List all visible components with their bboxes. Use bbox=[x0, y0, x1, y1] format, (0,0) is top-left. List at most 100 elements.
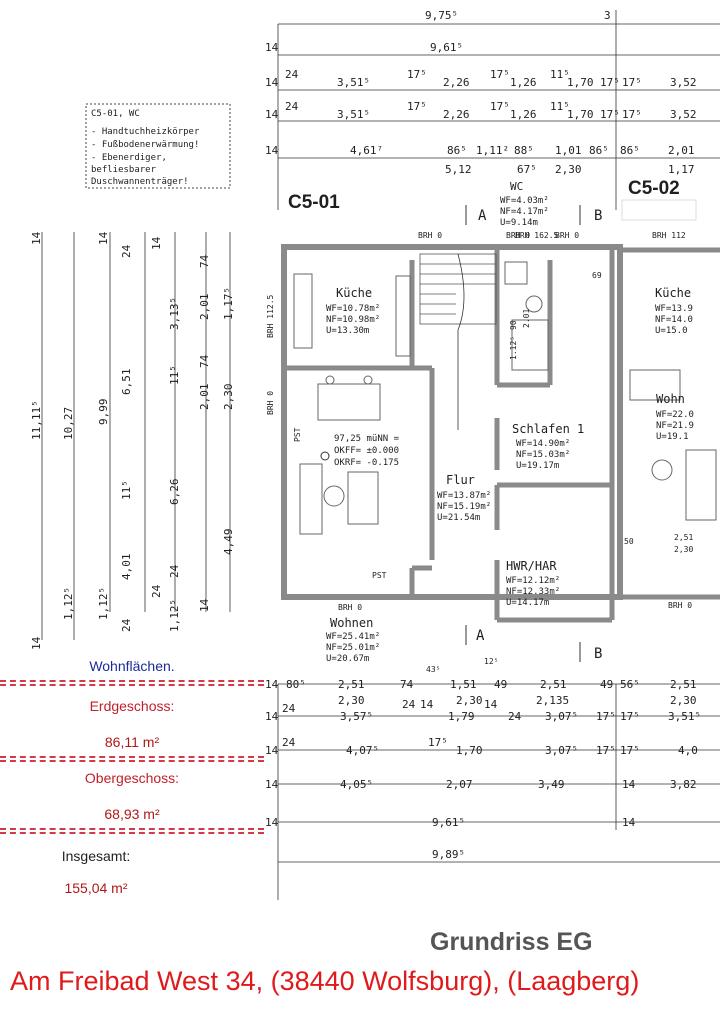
brh-text: BRH 0 bbox=[668, 601, 692, 610]
dim-text: 9,61⁵ bbox=[430, 41, 463, 54]
dim-text: 9,75⁵ bbox=[425, 9, 458, 22]
room-u: U=20.67m bbox=[326, 654, 369, 664]
dim-text: 24 bbox=[282, 736, 296, 749]
mark-text: PST bbox=[372, 571, 387, 580]
dim-text: 2,30 bbox=[456, 694, 483, 707]
room-nf: NF=21.9 bbox=[656, 421, 694, 431]
room-name: Wohn bbox=[656, 392, 685, 406]
mark-text: 2.01 bbox=[522, 309, 531, 328]
dim-text: 24 bbox=[285, 68, 299, 81]
note-line: befliesbarer bbox=[91, 165, 157, 175]
brh-text: BRH 162.5 bbox=[515, 231, 559, 240]
dim-text: 17⁵ bbox=[490, 68, 510, 81]
dim-text: 17⁵ bbox=[622, 108, 642, 121]
exterior-walls bbox=[281, 244, 623, 600]
dim-text: 2,30 bbox=[338, 694, 365, 707]
dim-text: 6,26 bbox=[168, 479, 181, 506]
dim-label: 14 bbox=[265, 678, 279, 691]
dim-label: 14 bbox=[265, 710, 279, 723]
staircase bbox=[419, 253, 497, 430]
dim-label: 14 bbox=[265, 778, 279, 791]
mark-text: 69 bbox=[592, 271, 602, 280]
room-name: WC bbox=[510, 180, 523, 193]
room-wf: WF=12.12m² bbox=[506, 576, 560, 586]
dim-text: 4,05⁵ bbox=[340, 778, 373, 791]
dim-text: 2,26 bbox=[443, 108, 470, 121]
dim-text: 11⁵ bbox=[120, 480, 133, 500]
dim-text: 17⁵ bbox=[596, 710, 616, 723]
redaction-box bbox=[270, 212, 336, 232]
dim-text: 17⁵ bbox=[600, 108, 620, 121]
level-okff: OKFF= ±0.000 bbox=[334, 446, 399, 456]
divider-rule bbox=[0, 680, 264, 686]
note-line: Duschwannenträger! bbox=[91, 177, 189, 187]
dim-text: 17⁵ bbox=[622, 76, 642, 89]
mark-text: 50 bbox=[624, 537, 634, 546]
top-dimension-labels: 9,75⁵ 3 9,61⁵ 14 14 24 3,51⁵ 17⁵ 2,26 17… bbox=[265, 9, 697, 176]
room-name: HWR/HAR bbox=[506, 559, 557, 573]
room-wf: WF=22.0 bbox=[656, 410, 694, 420]
dim-text: 24 bbox=[168, 564, 181, 578]
brh-text: BRH 0 bbox=[266, 391, 275, 415]
dim-text: 80⁵ bbox=[286, 678, 306, 691]
room-u: U=9.14m bbox=[500, 218, 538, 228]
property-address: Am Freibad West 34, (38440 Wolfsburg), (… bbox=[10, 966, 640, 996]
dim-text: 24 bbox=[282, 702, 296, 715]
dim-label: 14 bbox=[265, 744, 279, 757]
room-wf: WF=25.41m² bbox=[326, 632, 380, 642]
bottom-dimension-chain bbox=[277, 683, 720, 900]
dim-text: 6,51 bbox=[120, 369, 133, 396]
dim-text: 56⁵ bbox=[620, 678, 640, 691]
room-nf: NF=4.17m² bbox=[500, 207, 549, 217]
dim-text: 9,61⁵ bbox=[432, 816, 465, 829]
bottom-dimension-labels: 14 80⁵ 2,51 74 1,51 49 2,51 49 56⁵ 2,51 … bbox=[265, 678, 701, 861]
dim-text: 49 bbox=[600, 678, 613, 691]
room-u: U=14.17m bbox=[506, 598, 549, 608]
dim-text: 2,135 bbox=[536, 694, 569, 707]
dim-text: 1,11² bbox=[476, 144, 509, 157]
dim-text: 1,70 bbox=[567, 76, 594, 89]
upper-floor-value: 68,93 m² bbox=[104, 806, 160, 822]
room-name: Flur bbox=[446, 473, 475, 487]
dim-text: 24 bbox=[402, 698, 416, 711]
dim-text: 2,26 bbox=[443, 76, 470, 89]
total-value: 155,04 m² bbox=[64, 880, 128, 896]
dim-text: 9,99 bbox=[97, 399, 110, 426]
living-area-summary: Wohnflächen. Erdgeschoss: 86,11 m² Oberg… bbox=[0, 652, 264, 910]
dim-text: 14 bbox=[622, 816, 636, 829]
dim-text: 2,51 bbox=[540, 678, 567, 691]
dim-text: 14 bbox=[150, 236, 163, 250]
dim-text: 17⁵ bbox=[620, 744, 640, 757]
ground-floor-value: 86,11 m² bbox=[104, 734, 160, 750]
note-line: - Ebenerdiger, bbox=[91, 153, 167, 163]
dim-text: 2,51 bbox=[338, 678, 365, 691]
address-footer: Am Freibad West 34, (38440 Wolfsburg), (… bbox=[0, 958, 720, 1017]
left-dimension-labels: 11,11⁵ 10,27 9,99 11⁵ 6,51 6,26 4,01 3,1… bbox=[30, 231, 235, 650]
mark-text: 12⁵ bbox=[484, 657, 498, 666]
top-dimension-chain bbox=[277, 10, 720, 210]
dim-text: 74 bbox=[400, 678, 414, 691]
dim-text: 5,12 bbox=[445, 163, 472, 176]
dim-text: 14 bbox=[484, 698, 498, 711]
dim-text: 10,27 bbox=[62, 407, 75, 440]
dim-text: 3,51⁵ bbox=[337, 108, 370, 121]
divider-rule bbox=[0, 828, 264, 834]
room-wf: WF=4.03m² bbox=[500, 196, 549, 206]
mark-text: 43⁵ bbox=[426, 665, 440, 674]
dim-text: 1,51 bbox=[450, 678, 477, 691]
dim-label: 14 bbox=[265, 108, 279, 121]
dim-text: 11,11⁵ bbox=[30, 400, 43, 440]
dim-text: 17⁵ bbox=[490, 100, 510, 113]
redaction-box bbox=[621, 199, 697, 221]
dim-text: 17⁵ bbox=[596, 744, 616, 757]
dim-label: 14 bbox=[265, 76, 279, 89]
dim-text: 11⁵ bbox=[168, 365, 181, 385]
room-name: Küche bbox=[655, 286, 691, 300]
dim-text: 2,30 bbox=[222, 384, 235, 411]
dim-text: 14 bbox=[30, 636, 43, 650]
dim-text: 3 bbox=[604, 9, 611, 22]
dim-text: 3,51⁵ bbox=[668, 710, 701, 723]
section-mark: A bbox=[476, 628, 485, 644]
dim-text: 11⁵ bbox=[550, 68, 570, 81]
